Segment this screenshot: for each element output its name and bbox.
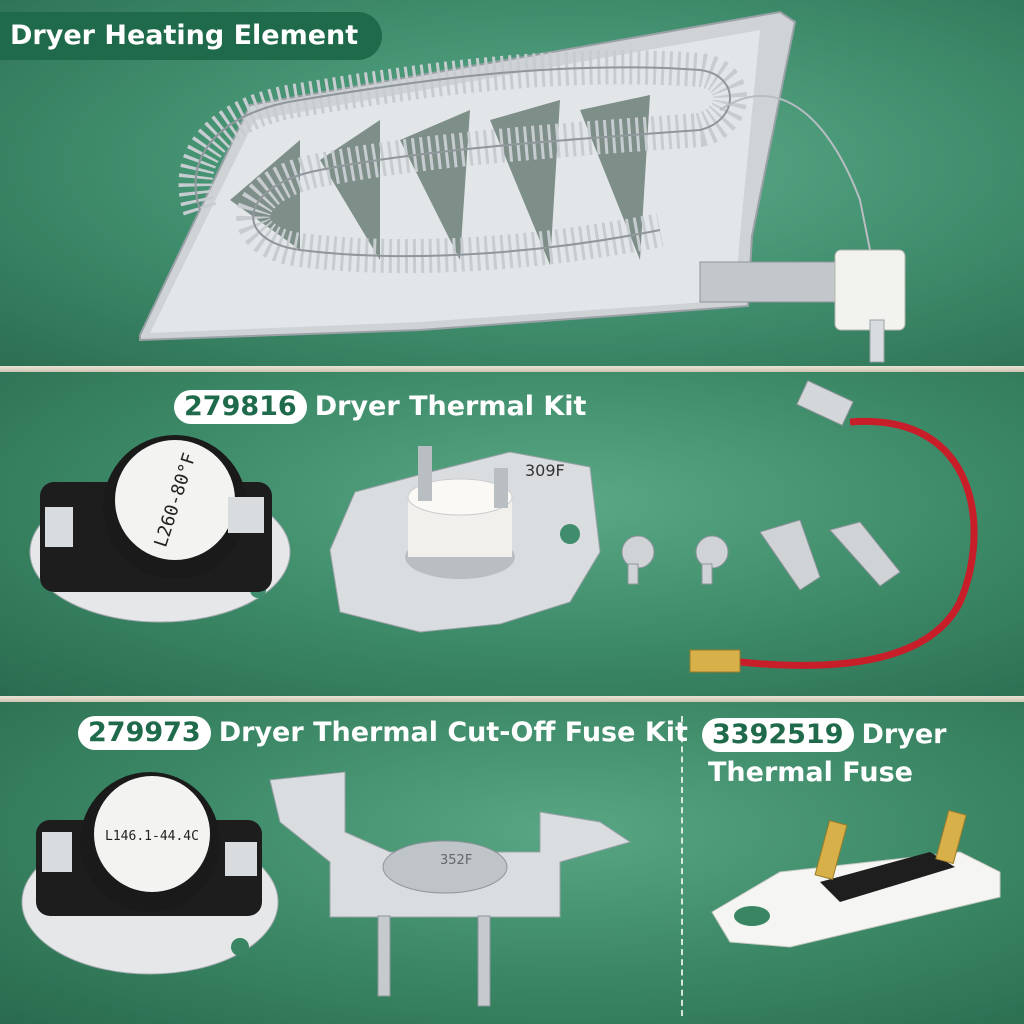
cutoff-illustration: L146.1-44.4C 352F (21, 771, 1001, 1007)
heating-element-panel: Dryer Heating Element (0, 0, 1024, 366)
heating-element-illustration (139, 10, 906, 363)
cutoff-kit-label: Dryer Thermal Cut-Off Fuse Kit (218, 717, 688, 748)
panel-separator (0, 366, 1024, 372)
thermal-fuse-309-marking: 309F (525, 461, 565, 480)
thermal-fuse-label-2: Thermal Fuse (708, 757, 913, 788)
thermostat-2-marking: L146.1-44.4C (105, 829, 199, 844)
cutoff-kit-part-number: 279973 (78, 716, 211, 750)
panel-separator-2 (0, 696, 1024, 702)
cutoff-fuse-marking: 352F (440, 853, 472, 868)
thermal-kit-label: Dryer Thermal Kit (314, 391, 587, 422)
section-divider (681, 716, 683, 1016)
thermal-kit-part-number: 279816 (174, 390, 307, 424)
thermal-fuse-label-1: Dryer (861, 719, 947, 750)
heating-element-title: Dryer Heating Element (0, 12, 383, 60)
thermal-fuse-part-number: 3392519 (702, 718, 854, 752)
thermal-kit-illustration: L260-80°F 309F (29, 379, 978, 673)
